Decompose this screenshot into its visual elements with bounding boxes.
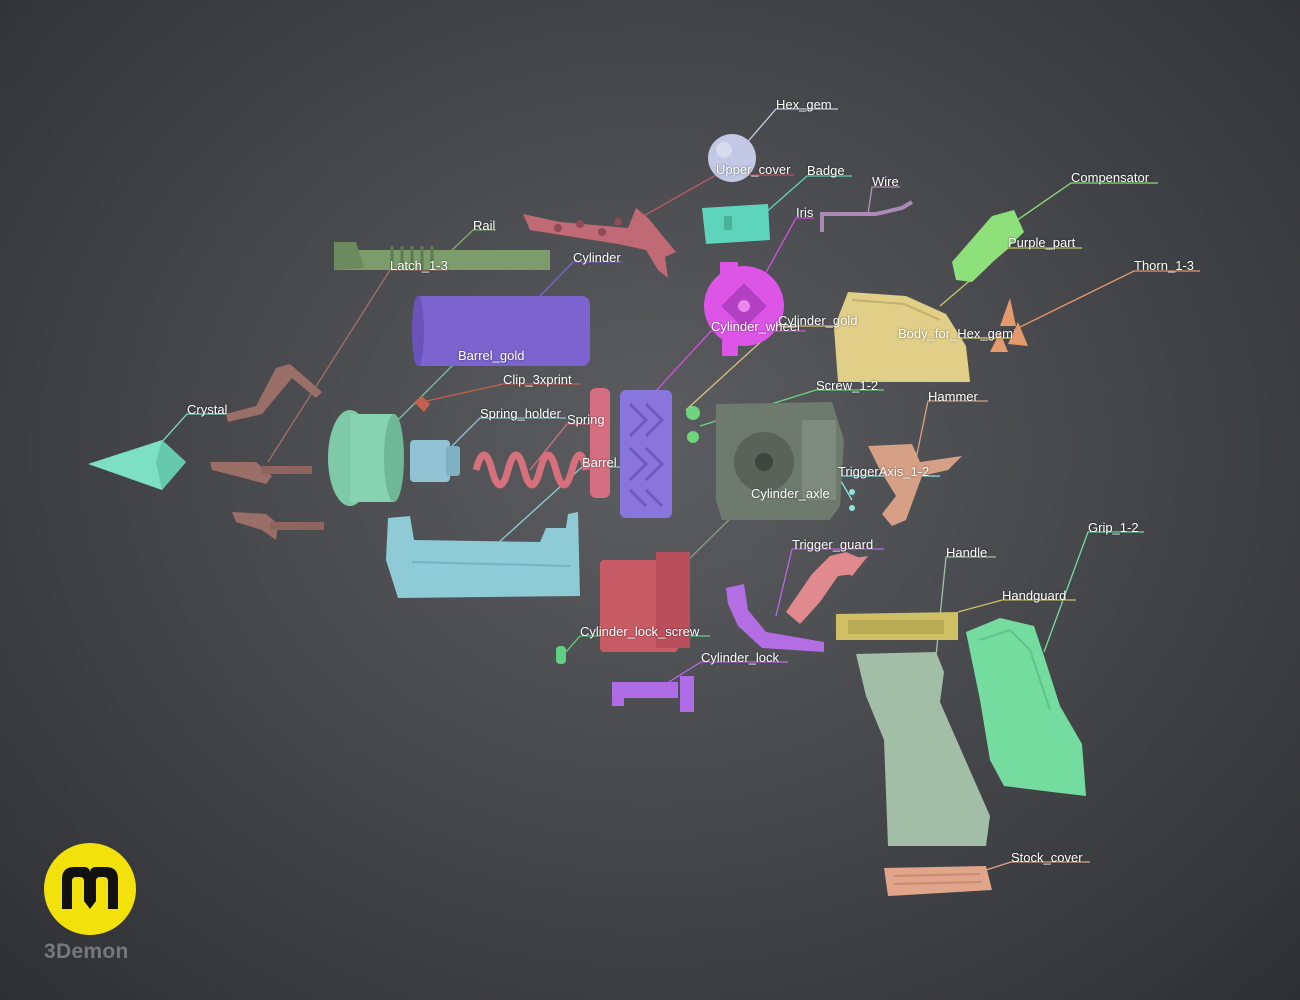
latch-part [210,364,324,540]
label-iris: Iris [796,205,814,220]
label-cylinder: Cylinder [573,250,621,265]
label-spring: Spring [567,412,605,427]
label-upper-cover: Upper_cover [716,162,791,177]
label-spring-holder: Spring_holder [480,406,561,421]
brand-name: 3Demon [44,940,129,963]
label-cylinder-axle: Cylinder_axle [751,486,830,501]
label-crystal: Crystal [187,402,228,417]
cylinder-lock-screw-part [556,646,566,664]
label-stock-cover: Stock_cover [1011,850,1083,865]
cylinder-part [412,296,590,366]
label-trigger-guard: Trigger_guard [792,537,874,552]
wire-part [820,200,914,232]
trigger-axis-part [849,489,855,511]
crystal-part [88,440,186,490]
stock-cover-part [884,866,992,896]
cylinder-axle-part [716,402,844,520]
barrel-part [386,512,580,598]
thorn-part [990,298,1028,352]
label-clip: Clip_3xprint [503,372,572,387]
leader-line-badge [763,175,852,215]
upper-cover-part [523,208,676,278]
label-grip: Grip_1-2 [1088,520,1139,535]
screw-part [686,406,700,443]
label-hammer: Hammer [928,389,978,404]
cylinder-housing-part [600,552,690,652]
leader-line-cylinder-lock [655,661,788,691]
grip-part [966,618,1086,796]
cylinder-gold-part [620,390,672,518]
leader-line-handguard [957,599,1076,613]
leader-line-hex-gem [743,108,838,147]
leader-line-thorn [1013,270,1200,331]
trigger-guard-hook-part [726,584,824,652]
leader-line-cylinder [539,261,622,297]
hammer-part [868,444,962,526]
leader-line-crystal [159,413,234,445]
leader-line-clip [421,383,580,403]
leader-line-hammer [911,400,988,479]
label-cylinder-lock-screw: Cylinder_lock_screw [580,624,700,639]
label-handle: Handle [946,545,988,560]
label-body-for-hex-gem: Body_for_Hex_gem [898,326,1013,341]
label-badge: Badge [807,163,845,178]
label-barrel: Barrel [582,455,617,470]
spring-holder-part [410,440,460,482]
handguard-part [836,612,958,640]
cylinder-wheel-part [704,262,784,356]
label-hex-gem: Hex_gem [776,97,832,112]
label-compensator: Compensator [1071,170,1150,185]
label-barrel-gold: Barrel_gold [458,348,525,363]
label-thorn: Thorn_1-3 [1134,258,1194,273]
rail-part [334,242,550,270]
leader-line-trigger-guard [775,548,884,617]
leader-line-grip [1043,531,1144,653]
leader-line-wire [867,186,900,215]
leader-line-iris [751,217,814,299]
clip-part [414,396,430,412]
brand-logo [44,843,136,935]
trigger-guard-part [786,552,868,624]
label-screw: Screw_1-2 [816,378,879,393]
leader-line-stock-cover [985,861,1090,871]
label-cylinder-wheel: Cylinder_wheel [711,319,800,334]
compensator-part [952,210,1024,282]
spring-part [472,451,590,489]
label-wire: Wire [872,174,899,189]
leader-line-compensator [999,182,1158,233]
leader-line-rail [449,229,496,253]
hex-gem-part [708,134,756,182]
leader-line-spring-holder [451,417,566,447]
barrel-gold-part [328,410,404,506]
label-cylinder-lock: Cylinder_lock [701,650,780,665]
label-trigger-axis: TriggerAxis_1-2 [838,464,930,479]
label-latch: Latch_1-3 [390,258,448,273]
label-rail: Rail [473,218,496,233]
label-cylinder-gold: Cylinder_gold [778,313,858,328]
brand-m-icon [62,867,118,909]
label-handguard: Handguard [1002,588,1067,603]
spring-disk-part [590,388,610,498]
cylinder-lock-part [612,676,694,712]
leader-line-purple-part [939,247,1082,307]
handle-part [856,652,990,846]
body-for-hex-gem-part [834,292,970,382]
label-purple-part: Purple_part [1008,235,1076,250]
badge-part [702,204,770,244]
